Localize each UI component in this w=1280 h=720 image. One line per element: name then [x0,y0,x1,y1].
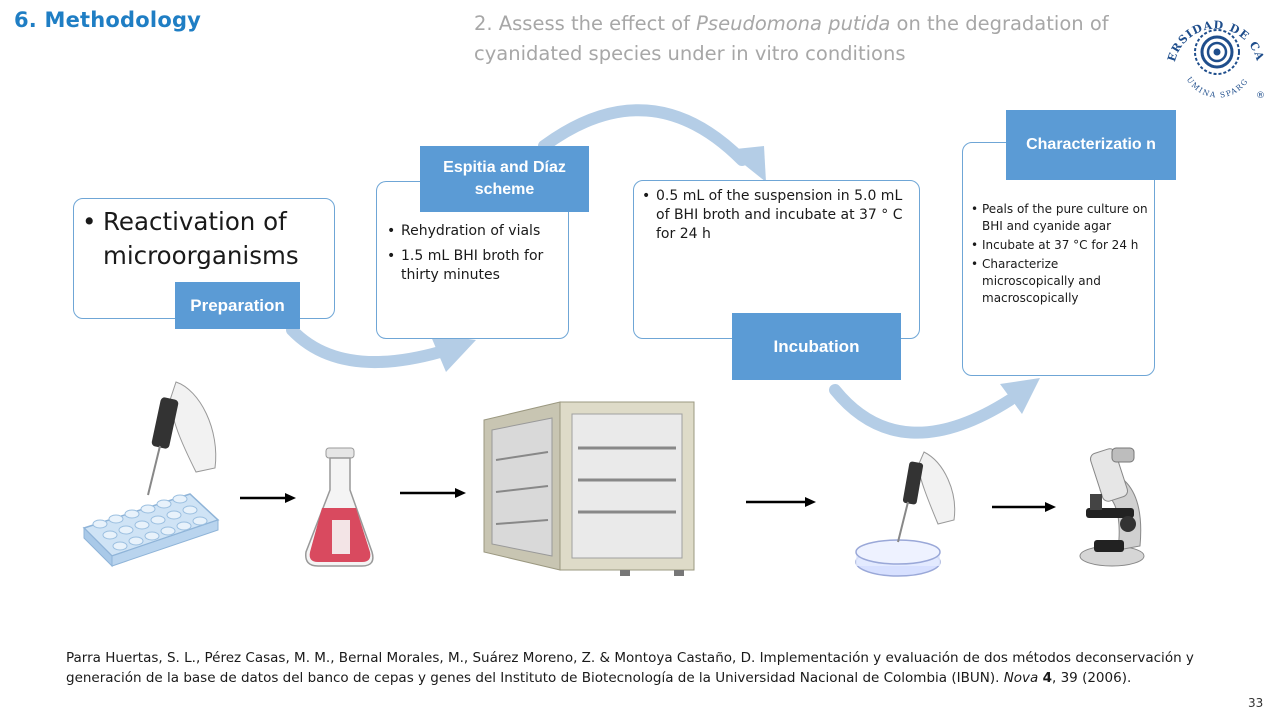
curve-arrow-1 [286,324,446,368]
reference-volume: 4 [1042,669,1053,686]
curve-arrow-1-head [430,334,476,372]
step-1-item: Reactivation of microorganisms [82,205,332,273]
reference-main: Parra Huertas, S. L., Pérez Casas, M. M.… [66,650,1194,686]
reference-journal: Nova [1003,669,1039,686]
microscope-icon [1079,447,1145,567]
curve-arrow-2-head [726,146,766,182]
logo-registered-mark: ® [1256,91,1265,101]
curve-arrow-2 [538,104,748,166]
step-4-item: Characterize microscopically and macrosc… [971,256,1151,307]
curve-arrow-3 [829,384,1016,439]
step-4-item: Incubate at 37 °C for 24 h [971,237,1151,254]
incubator-icon [483,401,695,576]
reference-citation: Parra Huertas, S. L., Pérez Casas, M. M.… [66,649,1206,688]
section-title: 6. Methodology [14,8,202,32]
step-2-items: Rehydration of vials 1.5 mL BHI broth fo… [387,222,567,291]
step-tag-incubation: Incubation [732,313,901,380]
curve-arrow-3-head [1000,378,1040,414]
objective-text: 2. Assess the effect of Pseudomona putid… [474,9,1164,69]
logo-spiral-icon [1194,29,1240,75]
step-1-items: Reactivation of microorganisms [82,205,332,273]
step-tag-preparation: Preparation [175,282,300,329]
flask-icon [305,447,374,567]
step-3-items: 0.5 mL of the suspension in 5.0 mL of BH… [642,187,912,244]
step-tag-espitia-diaz: Espitia and Díaz scheme [420,146,589,212]
page-number: 33 [1248,696,1264,710]
petri-dish-pipette-icon [855,451,956,577]
step-box-incubation: 0.5 mL of the suspension in 5.0 mL of BH… [633,180,920,339]
step-box-characterization: Peals of the pure culture on BHI and cya… [962,142,1155,376]
university-logo: UNIVERSIDAD DE CALDAS LUMINA SPARGO ® [1158,0,1266,101]
step-2-item: 1.5 mL BHI broth for thirty minutes [387,247,567,285]
reference-tail: , 39 (2006). [1052,669,1132,686]
step-4-item: Peals of the pure culture on BHI and cya… [971,201,1151,235]
tube-rack-pipette-icon [82,381,220,568]
objective-species: Pseudomona putida [696,12,891,35]
step-2-item: Rehydration of vials [387,222,567,241]
step-3-item: 0.5 mL of the suspension in 5.0 mL of BH… [642,187,912,244]
objective-prefix: 2. Assess the effect of [474,12,697,35]
step-4-items: Peals of the pure culture on BHI and cya… [971,201,1151,309]
objective-suffix: on the degradation of cyanidated species… [474,12,1109,65]
step-tag-characterization: Characterizatio n [1006,110,1176,180]
